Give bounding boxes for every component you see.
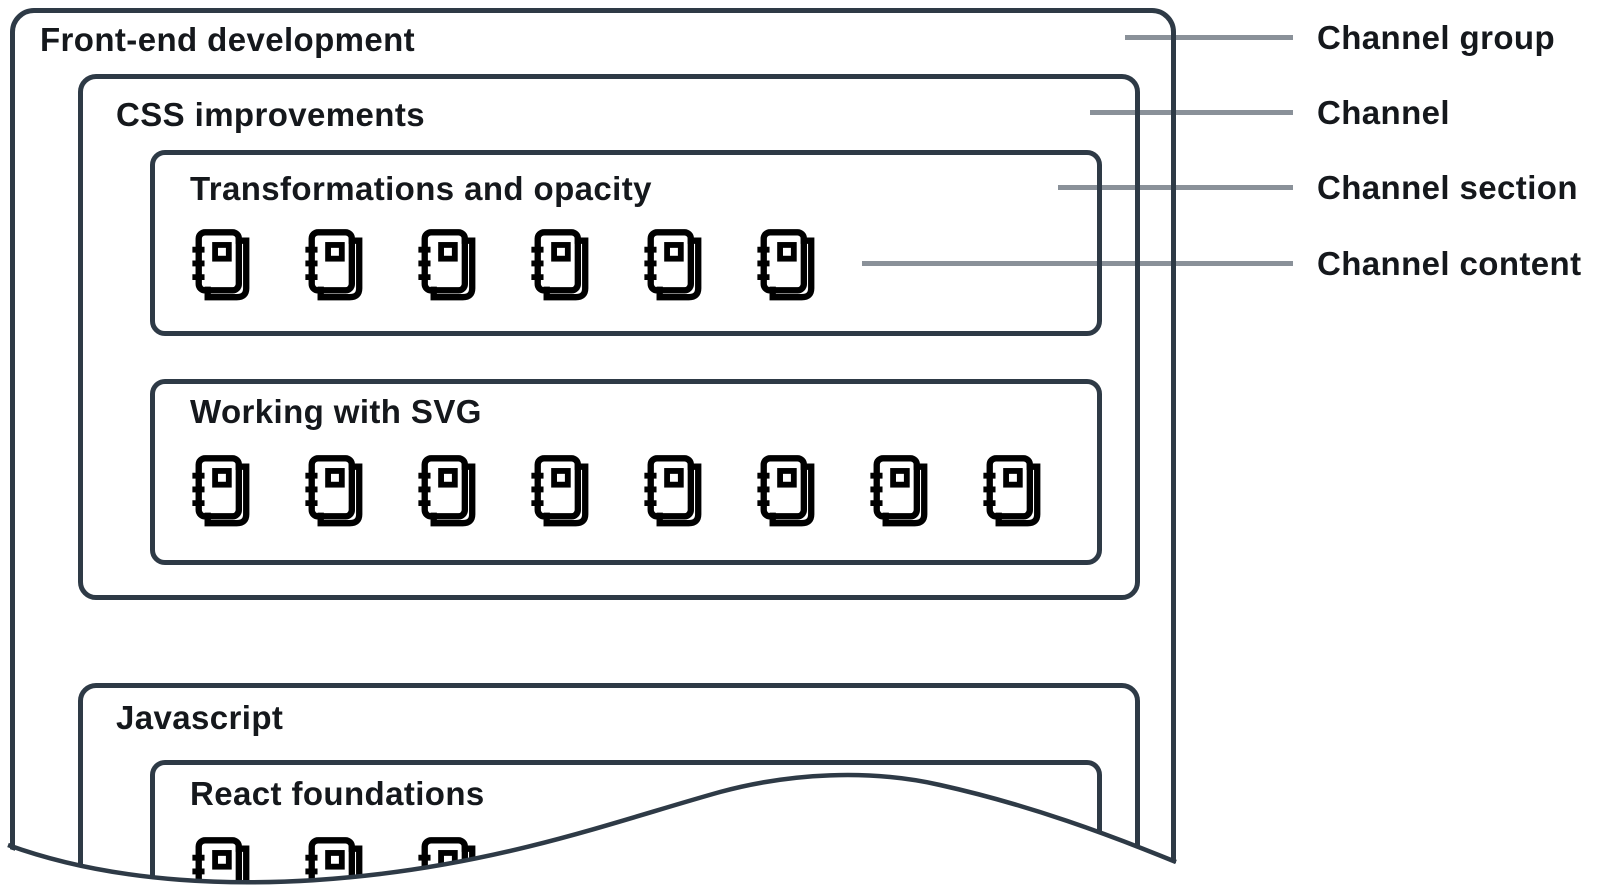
journal-icon <box>531 229 589 301</box>
journal-icon <box>418 455 476 527</box>
section-title-transformations: Transformations and opacity <box>190 170 652 207</box>
journal-icon <box>531 455 589 527</box>
journal-icon <box>757 455 815 527</box>
journal-icon <box>305 455 363 527</box>
channel-section-box-transformations <box>150 150 1102 336</box>
channel-box-css-improvements <box>78 74 1140 600</box>
channel-group-box <box>10 8 1176 887</box>
journal-icon <box>192 229 250 301</box>
channel-group-title: Front-end development <box>40 21 416 58</box>
channel-content-row-transformations <box>190 227 821 303</box>
journal-icon <box>418 837 476 887</box>
journal-icon <box>757 229 815 301</box>
legend-label-channel-group: Channel group <box>1317 19 1556 56</box>
journal-icon <box>192 455 250 527</box>
section-title-react-foundations: React foundations <box>190 775 485 812</box>
channel-content-row-react-foundations <box>190 835 482 887</box>
journal-icon <box>644 229 702 301</box>
channel-title-css-improvements: CSS improvements <box>116 96 425 133</box>
channel-content-row-working-with-svg <box>190 453 1047 529</box>
connector-line-channel-content <box>862 261 1293 266</box>
journal-icon <box>418 229 476 301</box>
channel-title-javascript: Javascript <box>116 699 284 736</box>
legend-label-channel-content: Channel content <box>1317 245 1582 282</box>
legend-label-channel-section: Channel section <box>1317 169 1578 206</box>
legend-label-channel: Channel <box>1317 94 1450 131</box>
journal-icon <box>305 229 363 301</box>
journal-icon <box>644 455 702 527</box>
journal-icon <box>983 455 1041 527</box>
journal-icon <box>870 455 928 527</box>
section-title-working-with-svg: Working with SVG <box>190 393 482 430</box>
connector-line-channel <box>1090 110 1293 115</box>
journal-icon <box>305 837 363 887</box>
channel-section-box-working-with-svg <box>150 379 1102 565</box>
connector-line-channel-group <box>1125 35 1293 40</box>
journal-icon <box>192 837 250 887</box>
